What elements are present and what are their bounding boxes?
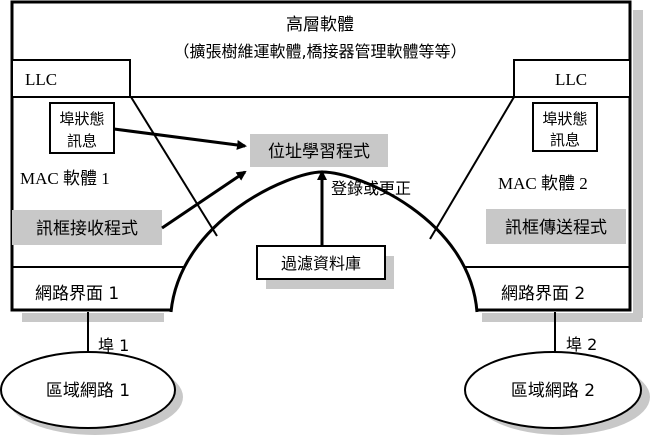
- lan-left-ellipse: [0, 351, 176, 429]
- frame-transmit-box: [486, 209, 626, 244]
- net-interface-left-label: 網路界面 1: [35, 284, 119, 304]
- port-status-right-box: [532, 102, 598, 152]
- net-interface-right-label: 網路界面 2: [501, 284, 585, 304]
- address-learning-box: [250, 134, 388, 167]
- lan-right-ellipse: [464, 351, 642, 429]
- address-learning-label: 位址學習程式: [268, 142, 370, 162]
- llc-left-box: [11, 59, 131, 98]
- upper-layer-subtitle: （擴張樹維運軟體,橋接器管理軟體等等）: [173, 42, 466, 61]
- mac-right-label: MAC 軟體 2: [498, 174, 588, 193]
- frame-receive-to-learning-arrow: [161, 170, 247, 230]
- net-interface-left-shadow: [22, 313, 164, 322]
- frame-receive-label: 訊框接收程式: [36, 219, 138, 239]
- filter-database-label: 過濾資料庫: [281, 254, 361, 273]
- mac-right-boundary-line: [429, 96, 515, 240]
- port-left-label: 埠 1: [98, 336, 129, 355]
- lan-left-label: 區域網路 1: [46, 381, 130, 401]
- llc-right-box: [513, 59, 631, 98]
- register-or-correct-label: 登錄或更正: [331, 179, 411, 198]
- port-status-left-line1: 埠狀態: [59, 110, 104, 128]
- filter-database-box: [256, 245, 386, 280]
- frame-receive-box: [12, 210, 162, 245]
- port-status-right-line1: 埠狀態: [542, 110, 587, 128]
- mac-left-label: MAC 軟體 1: [20, 169, 110, 188]
- port-right-label: 埠 2: [566, 335, 597, 354]
- frame-transmit-label: 訊框傳送程式: [505, 218, 607, 238]
- mac-left-boundary-line: [130, 96, 218, 237]
- port-status-right-line2: 訊息: [550, 131, 580, 149]
- port-status-to-learning-arrow: [113, 127, 247, 150]
- outer-frame-shadow: [633, 10, 643, 318]
- llc-right-label: LLC: [555, 70, 587, 89]
- net-interface-right-shadow: [482, 313, 642, 322]
- port-status-left-box: [49, 102, 115, 154]
- lan-right-label: 區域網路 2: [511, 381, 595, 401]
- port-status-left-line2: 訊息: [67, 132, 97, 150]
- upper-layer-title: 高層軟體: [286, 15, 354, 35]
- llc-left-label: LLC: [25, 70, 57, 89]
